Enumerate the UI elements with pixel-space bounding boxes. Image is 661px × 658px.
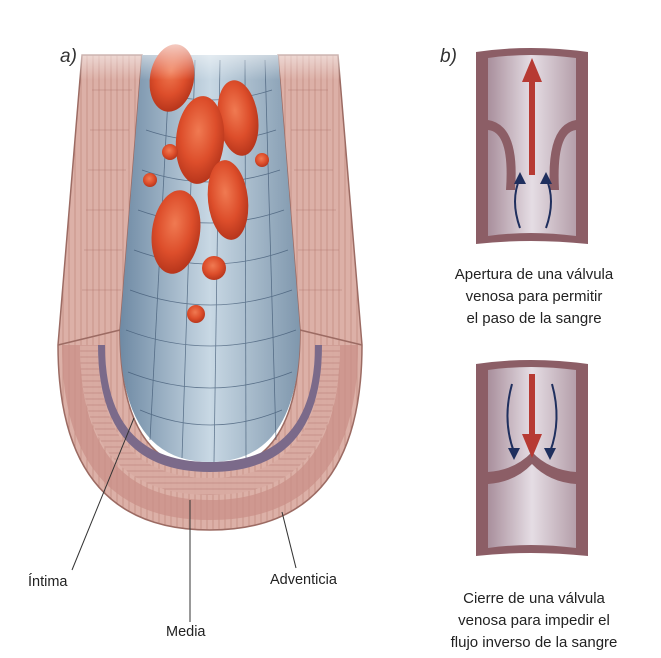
red-blood-cell xyxy=(162,144,178,160)
red-blood-cell xyxy=(202,256,226,280)
red-blood-cell xyxy=(255,153,269,167)
panel-a-label: a) xyxy=(60,46,77,68)
vein-cross-section xyxy=(50,30,370,530)
caption-open-line-3: el paso de la sangre xyxy=(424,308,644,330)
red-blood-cell xyxy=(143,173,157,187)
adventicia-label: Adventicia xyxy=(270,572,337,588)
valve-open-illustration xyxy=(476,48,588,244)
caption-open-line-2: venosa para permitir xyxy=(424,286,644,308)
intima-label: Íntima xyxy=(28,574,68,590)
panel-b-label: b) xyxy=(440,46,457,68)
valve-closed-illustration xyxy=(476,360,588,556)
adventicia-leader-line xyxy=(282,512,296,568)
caption-valve-close: Cierre de una válvula venosa para impedi… xyxy=(422,588,646,654)
red-blood-cell xyxy=(187,305,205,323)
caption-close-line-2: venosa para impedir el xyxy=(422,610,646,632)
caption-open-line-1: Apertura de una válvula xyxy=(424,264,644,286)
media-label: Media xyxy=(166,624,206,640)
caption-close-line-1: Cierre de una válvula xyxy=(422,588,646,610)
caption-close-line-3: flujo inverso de la sangre xyxy=(422,632,646,654)
caption-valve-open: Apertura de una válvula venosa para perm… xyxy=(424,264,644,330)
